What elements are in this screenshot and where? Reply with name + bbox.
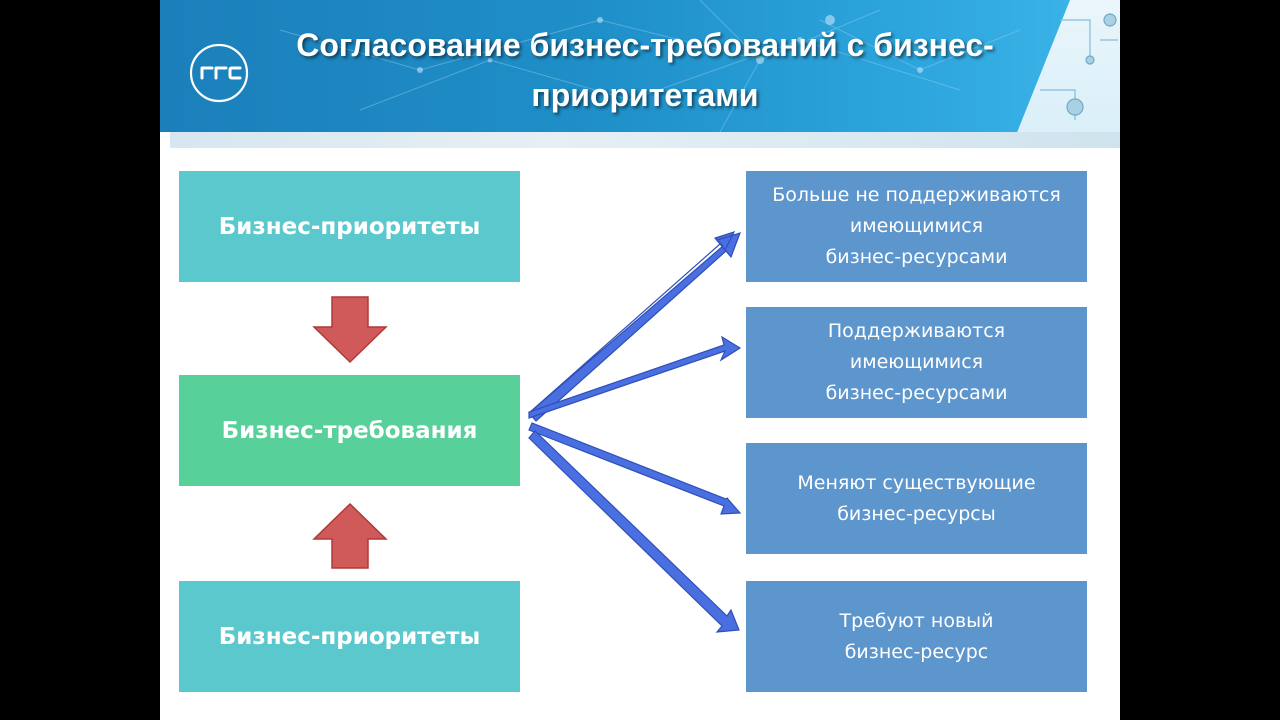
fan-arrow-3 — [528, 422, 742, 515]
arrows-layer — [312, 231, 742, 633]
company-logo-icon — [189, 43, 249, 103]
outcome-box-supported: Поддерживаются имеющимися бизнес-ресурса… — [746, 307, 1087, 418]
requirements-box: Бизнес-требования — [179, 375, 520, 486]
outcome-box-unsupported: Больше не поддерживаются имеющимися бизн… — [746, 171, 1087, 282]
slide: Согласование бизнес-требований с бизнес-… — [160, 0, 1120, 720]
circuit-pattern — [1040, 13, 1118, 120]
down-arrow-icon — [312, 296, 388, 364]
outcome-box-change-resources: Меняют существующие бизнес-ресурсы — [746, 443, 1087, 554]
fan-arrow-2 — [528, 335, 742, 419]
priority-box-top: Бизнес-приоритеты — [179, 171, 520, 282]
page-title: Согласование бизнес-требований с бизнес-… — [296, 27, 994, 113]
fan-arrow-1 — [528, 231, 741, 422]
fan-arrow-4 — [528, 430, 740, 633]
outcome-box-new-resource: Требуют новый бизнес-ресурс — [746, 581, 1087, 692]
header-banner: Согласование бизнес-требований с бизнес-… — [160, 0, 1120, 132]
network-pattern — [279, 0, 1021, 132]
header-divider-strip — [170, 132, 1120, 148]
priority-box-bottom: Бизнес-приоритеты — [179, 581, 520, 692]
up-arrow-icon — [312, 502, 388, 569]
